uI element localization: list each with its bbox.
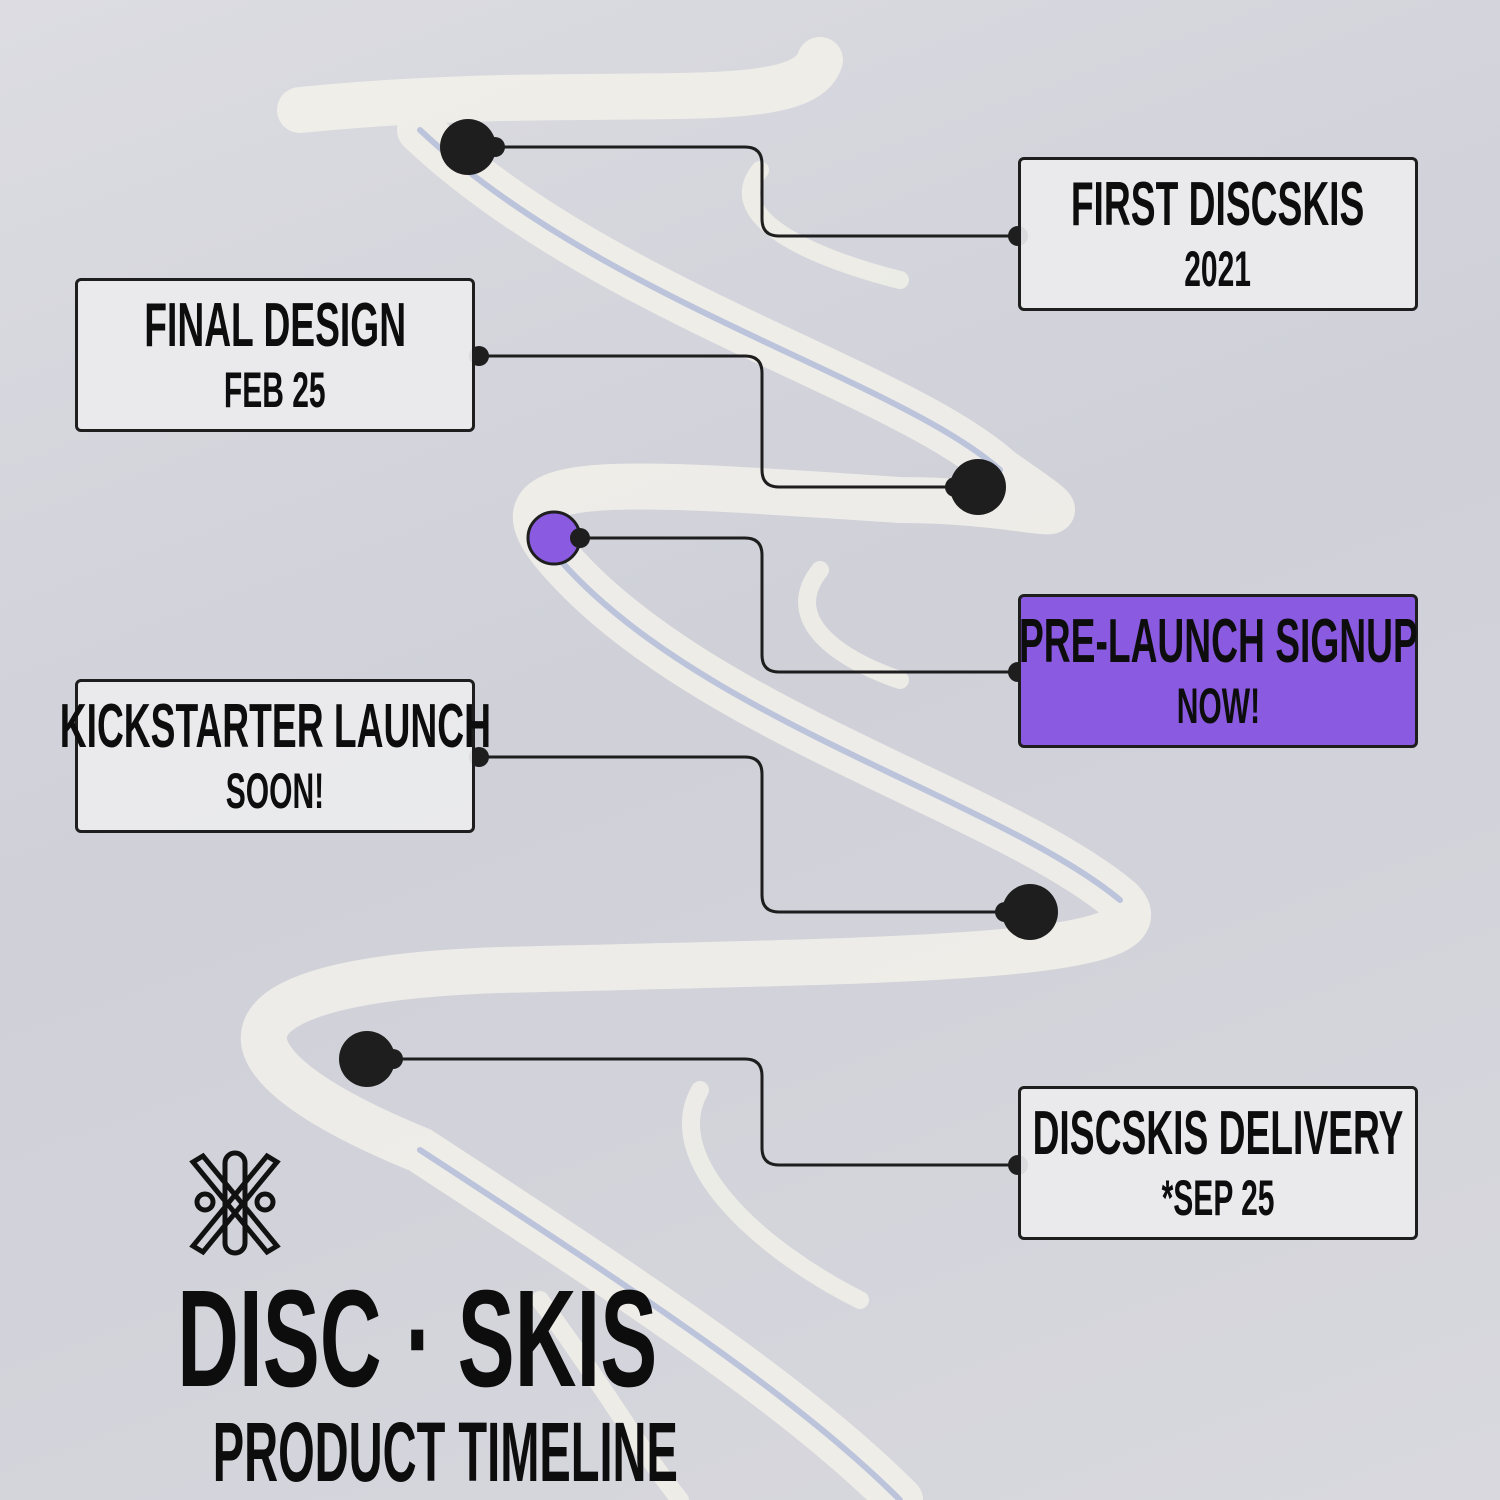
- connector-1: [495, 145, 1018, 238]
- milestone-card-final-design: FINAL DESIGN FEB 25: [75, 278, 475, 432]
- milestone-card-first-discskis: FIRST DISCSKIS 2021: [1018, 157, 1418, 311]
- crossed-skis-logo-icon: [40, 1150, 430, 1265]
- connector-4: [479, 755, 1005, 914]
- milestone-date: FEB 25: [224, 362, 326, 418]
- connector-2: [479, 354, 955, 489]
- milestone-title: DISCSKIS DELIVERY: [1032, 1099, 1404, 1168]
- milestone-date: *SEP 25: [1161, 1170, 1275, 1226]
- milestone-date: 2021: [1184, 241, 1252, 297]
- milestone-title: FINAL DESIGN: [144, 291, 406, 360]
- milestone-card-kickstarter-launch: KICKSTARTER LAUNCH SOON!: [59, 679, 491, 833]
- brand-name: DISC · SKIS: [177, 1262, 658, 1416]
- brand-subtitle: PRODUCT TIMELINE: [212, 1405, 678, 1499]
- milestone-title: KICKSTARTER LAUNCH: [59, 692, 491, 761]
- milestone-card-pre-launch-signup[interactable]: PRE-LAUNCH SIGNUP NOW!: [1018, 594, 1418, 748]
- milestone-date: NOW!: [1176, 678, 1260, 734]
- milestone-card-discskis-delivery: DISCSKIS DELIVERY *SEP 25: [1018, 1086, 1418, 1240]
- milestone-dot-4: [1002, 884, 1058, 940]
- milestone-dot-2: [950, 459, 1006, 515]
- milestone-dot-5: [339, 1031, 395, 1087]
- milestone-dot-1: [440, 119, 496, 175]
- connector-3: [580, 536, 1018, 674]
- milestone-date: SOON!: [225, 763, 325, 819]
- milestone-title: PRE-LAUNCH SIGNUP: [1018, 607, 1418, 676]
- connector-5: [393, 1057, 1018, 1167]
- milestone-title: FIRST DISCSKIS: [1071, 170, 1365, 239]
- brand-block: DISC · SKIS PRODUCT TIMELINE: [30, 1270, 678, 1494]
